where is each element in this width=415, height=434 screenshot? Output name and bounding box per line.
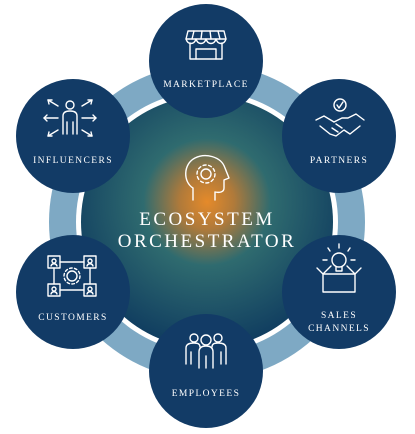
customers-network-icon (47, 255, 97, 297)
node-label-partners: PARTNERS (310, 156, 368, 166)
center-disc (81, 96, 333, 348)
people-group-icon (185, 333, 227, 369)
node-label-sales-channels-line1: SALES (321, 311, 357, 321)
node-sales-channels: SALES CHANNELS (282, 235, 396, 349)
center-title-line1: ECOSYSTEM (139, 209, 274, 230)
handshake-icon (315, 98, 365, 137)
head-gear-icon (185, 155, 230, 201)
person-broadcast-icon (43, 99, 97, 137)
storefront-icon (185, 30, 227, 60)
node-label-employees: EMPLOYEES (172, 389, 241, 399)
node-employees: EMPLOYEES (149, 314, 263, 428)
lightbulb-box-icon (316, 243, 362, 293)
node-customers: CUSTOMERS (16, 235, 130, 349)
node-label-marketplace: MARKETPLACE (163, 80, 249, 90)
node-label-customers: CUSTOMERS (38, 313, 107, 323)
center-title-line2: ORCHESTRATOR (118, 231, 297, 252)
node-influencers: INFLUENCERS (16, 79, 130, 193)
node-partners: PARTNERS (282, 79, 396, 193)
node-marketplace: MARKETPLACE (149, 4, 263, 118)
node-label-influencers: INFLUENCERS (33, 156, 113, 166)
node-label-sales-channels-line2: CHANNELS (308, 324, 370, 334)
